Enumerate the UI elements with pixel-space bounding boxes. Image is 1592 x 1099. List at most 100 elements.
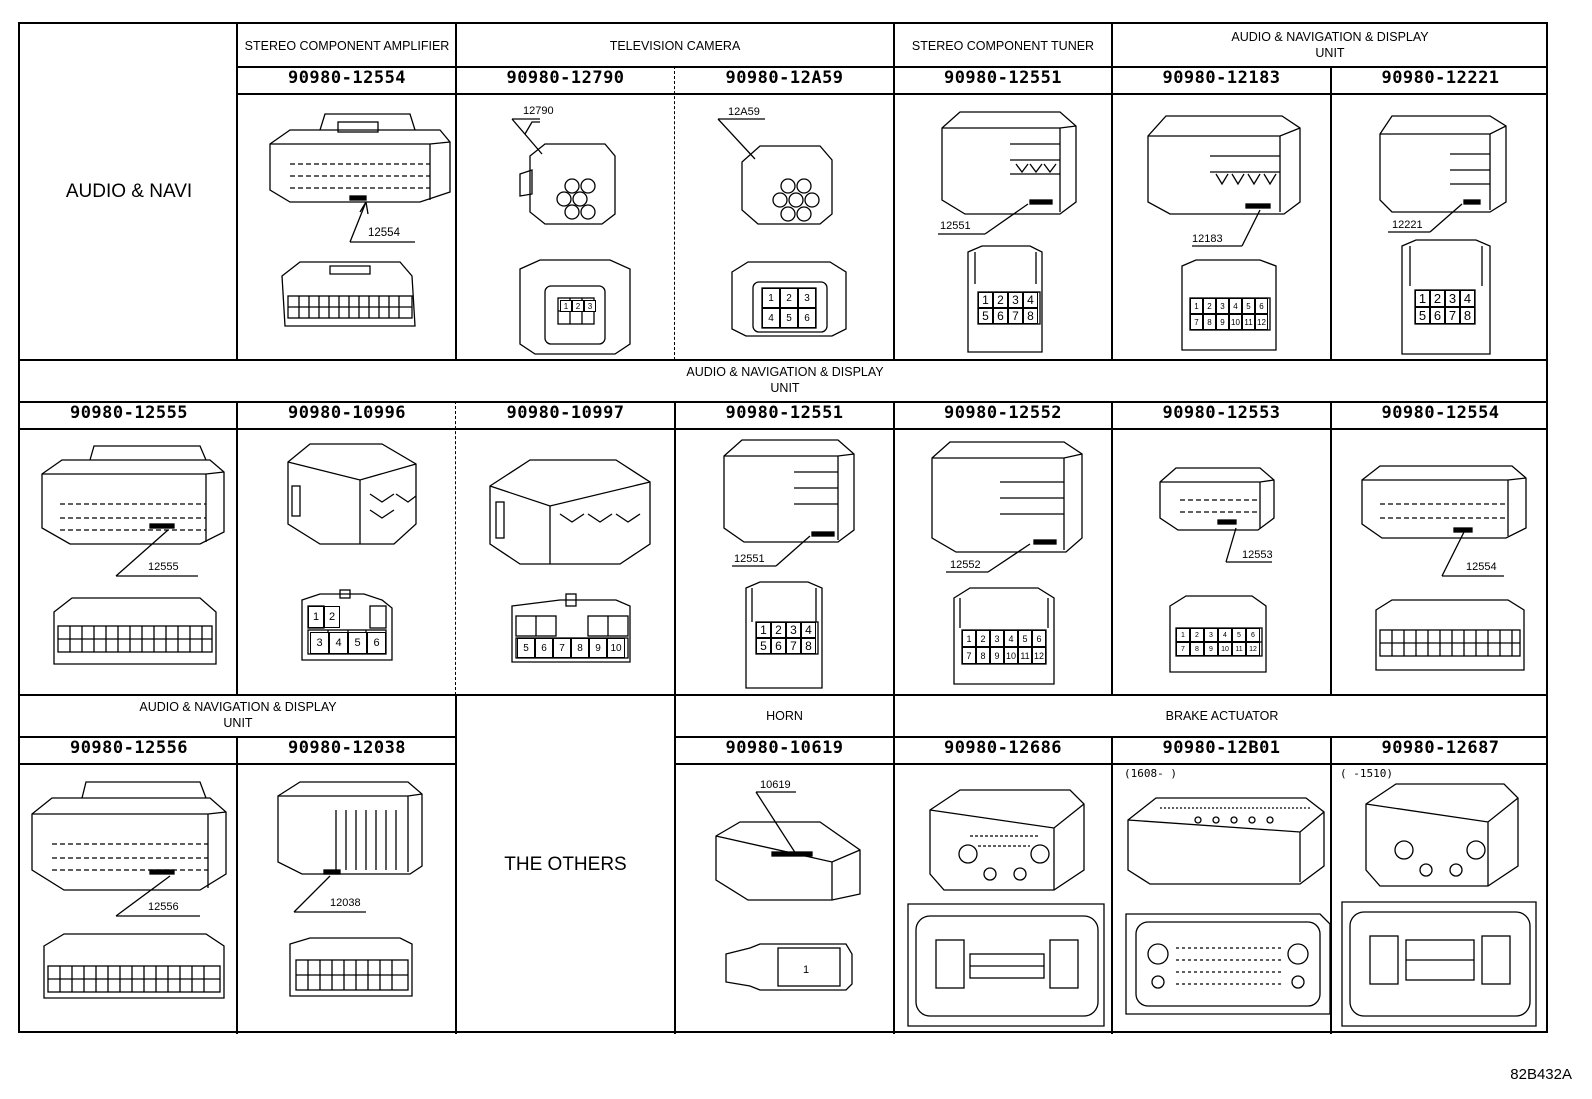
callout-12790: 12790 [523, 105, 554, 117]
pin-number: 1 [762, 288, 780, 308]
pin-number: 5 [1415, 307, 1430, 324]
pin-number: 12 [1255, 314, 1268, 330]
pin-number: 11 [1018, 647, 1032, 664]
row3-group-header: AUDIO & NAVIGATION & DISPLAY UNIT [20, 699, 456, 731]
connector-12555-iso [41, 445, 225, 577]
pin-number: 10 [1218, 642, 1232, 656]
pin-number: 5 [348, 632, 367, 654]
callout-12554-r2: 12554 [1466, 561, 1497, 573]
part-number: 90980-12183 [1162, 68, 1281, 88]
pin-number: 2 [1190, 628, 1204, 642]
connector-12687-iso [1365, 783, 1519, 887]
part-number: 90980-12551 [943, 68, 1063, 88]
part-number: 90980-12552 [943, 403, 1063, 423]
callout-12551: 12551 [940, 220, 971, 232]
pin-number: 11 [1232, 642, 1246, 656]
callout-12183: 12183 [1192, 233, 1223, 245]
pin-number: 3 [1204, 628, 1218, 642]
pin-number: 8 [571, 638, 589, 658]
pin-number: 9 [589, 638, 607, 658]
connector-12556-iso [31, 781, 227, 917]
date-note: (1608- ) [1124, 767, 1177, 780]
pin-number: 9 [990, 647, 1004, 664]
connector-10997-iso [489, 459, 651, 565]
pin-number: 1 [308, 606, 324, 628]
part-number: 90980-12A59 [725, 68, 844, 88]
category-label: AUDIO & NAVI [65, 181, 193, 202]
part-number: 90980-12554 [1381, 403, 1500, 423]
connector-12221-iso [1379, 115, 1507, 233]
group-header-tv-camera: TELEVISION CAMERA [609, 39, 741, 53]
connector-12555-face [53, 597, 217, 665]
pin-number: 8 [976, 647, 990, 664]
part-number: 90980-12221 [1381, 68, 1500, 88]
pin-number: 3 [990, 630, 1004, 647]
part-number: 90980-12554 [287, 68, 407, 88]
pin-number: 2 [771, 622, 786, 638]
connector-12183-iso [1147, 115, 1301, 247]
pin-number: 4 [801, 622, 816, 638]
pin-number: 9 [1216, 314, 1229, 330]
callout-12554: 12554 [368, 227, 401, 239]
callout-12551-r2: 12551 [734, 553, 765, 565]
pin-number: 7 [1008, 308, 1023, 324]
part-number: 90980-12556 [69, 738, 189, 758]
pin-number: 5 [1018, 630, 1032, 647]
part-number: 90980-12551 [725, 403, 844, 423]
part-number: 90980-12038 [287, 738, 407, 758]
callout-12556: 12556 [148, 901, 179, 913]
pin-number: 10 [1229, 314, 1242, 330]
row2-group-header: AUDIO & NAVIGATION & DISPLAY UNIT [20, 364, 1550, 396]
pin-number: 7 [1190, 314, 1203, 330]
part-number: 90980-12555 [69, 403, 189, 423]
pin-number: 1 [978, 292, 993, 308]
date-note: ( -1510) [1340, 767, 1393, 780]
pin-number: 6 [798, 308, 816, 328]
connector-12554-r2-face [1375, 599, 1525, 671]
group-header-brake-actuator: BRAKE ACTUATOR [1165, 709, 1279, 723]
pin-number: 8 [1190, 642, 1204, 656]
pin-number: 6 [1246, 628, 1260, 642]
the-others-cell: THE OTHERS [456, 696, 675, 1033]
pin-number: 8 [1460, 307, 1475, 324]
part-number: 90980-10619 [725, 738, 844, 758]
pin-number: 6 [535, 638, 553, 658]
pin-number: 2 [1203, 298, 1216, 314]
group-header-display-unit: AUDIO & NAVIGATION & DISPLAY UNIT [1112, 29, 1548, 61]
header-line-1: AUDIO & NAVIGATION & DISPLAY [1231, 30, 1429, 44]
pin-number: 3 [1008, 292, 1023, 308]
pin-number: 3 [1216, 298, 1229, 314]
pin-number: 3 [310, 632, 329, 654]
header-line-2: UNIT [223, 716, 253, 730]
pin-number: 3 [584, 300, 596, 312]
connector-10619-face [725, 943, 853, 991]
callout-12553: 12553 [1242, 549, 1273, 561]
pin-number: 11 [1242, 314, 1255, 330]
pin-number: 5 [978, 308, 993, 324]
pin-number: 5 [517, 638, 535, 658]
diagram-code: 82B432A [1510, 1066, 1572, 1083]
pin-number: 5 [1242, 298, 1255, 314]
pin-number: 5 [756, 638, 771, 654]
header-line-2: UNIT [770, 381, 800, 395]
callout-12555: 12555 [148, 561, 179, 573]
connector-12790-iso [511, 118, 616, 225]
pin-number: 4 [762, 308, 780, 328]
pin-number: 1 [560, 300, 572, 312]
connector-12551-iso [938, 111, 1077, 235]
pin-number: 7 [786, 638, 801, 654]
group-header-horn: HORN [766, 709, 803, 723]
pin-number: 6 [993, 308, 1008, 324]
connector-12556-face [43, 933, 225, 999]
pin-number: 5 [1232, 628, 1246, 642]
the-others-label: THE OTHERS [504, 853, 627, 875]
part-number: 90980-10997 [506, 403, 625, 423]
pin-number: 6 [1255, 298, 1268, 314]
connector-12554-iso [269, 113, 451, 243]
pin-number: 3 [786, 622, 801, 638]
connector-10996-iso [287, 443, 417, 545]
callout-12221: 12221 [1392, 219, 1423, 231]
part-number: 90980-12687 [1381, 738, 1500, 758]
pin-number: 7 [1176, 642, 1190, 656]
pin-number: 4 [1218, 628, 1232, 642]
